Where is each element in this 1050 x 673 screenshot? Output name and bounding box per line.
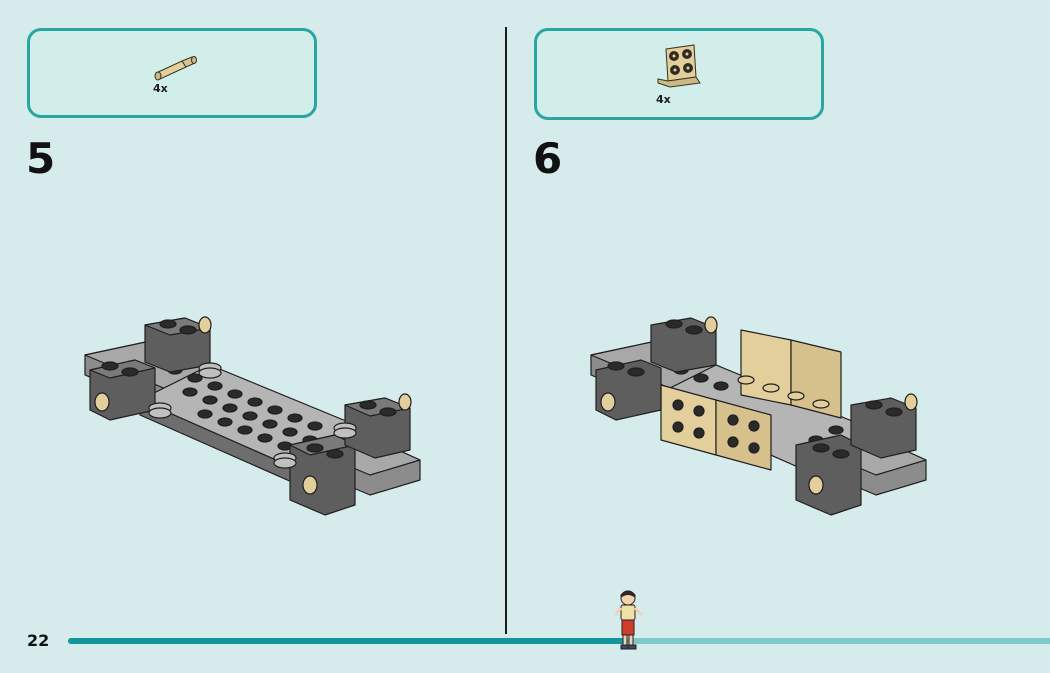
axle-pin-icon xyxy=(154,56,197,81)
part-quantity: 4x xyxy=(656,93,671,106)
page-number: 22 xyxy=(27,631,50,650)
part-quantity: 4x xyxy=(153,82,168,95)
build-progress-bar xyxy=(68,638,1050,644)
minifigure-icon xyxy=(613,590,644,650)
build-progress-fill xyxy=(68,638,628,644)
step-number: 5 xyxy=(26,134,56,183)
page-divider xyxy=(505,27,507,634)
parts-callout-step-6: 4x xyxy=(534,28,824,120)
step-number: 6 xyxy=(533,134,563,183)
parts-callout-step-5: 4x xyxy=(27,28,317,118)
step-5-build-illustration xyxy=(84,316,421,516)
bracket-plate-icon xyxy=(657,44,701,88)
step-6-build-illustration xyxy=(590,316,927,516)
